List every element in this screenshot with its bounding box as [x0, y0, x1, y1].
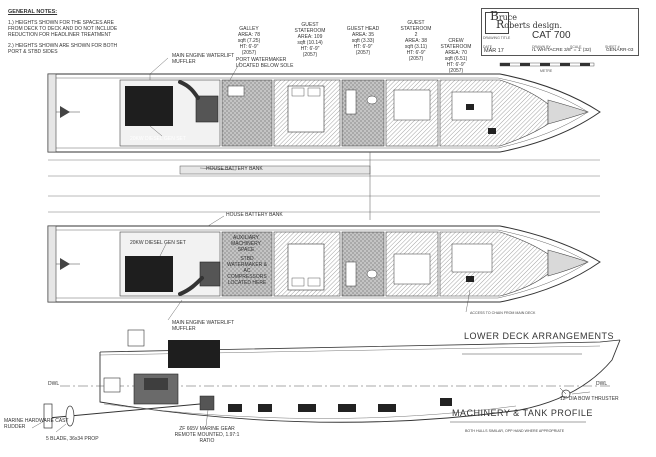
bottom-gen-set: [125, 256, 173, 292]
general-note-1-line-1: 1.) HEIGHTS SHOWN FOR THE SPACES ARE: [8, 20, 114, 26]
leader-lines: [31, 57, 591, 433]
date-label: DATE: [483, 45, 493, 49]
profile-sheer: [99, 339, 621, 353]
dwl-left-label: DWL: [48, 381, 60, 387]
drawing-title: CAT 700: [532, 30, 571, 41]
general-note-2-line-2: PORT & STBD SIDES: [8, 49, 58, 55]
date-value: MAR 17: [484, 48, 504, 54]
top-gen-set: [125, 86, 173, 126]
bottom-main-engine: [199, 261, 221, 287]
top-hull-plan: [47, 73, 601, 153]
profile-title: MACHINERY & TANK PROFILE: [452, 408, 593, 418]
profile-subtitle: BOTH HULLS SIMILAR, OPP HAND WHERE APPRO…: [465, 429, 565, 433]
dwl-right-label: DWL: [596, 381, 608, 387]
bottom-aux-machinery: [221, 231, 273, 297]
bottom-hull-plan: [47, 225, 601, 303]
profile-rudder: [43, 403, 53, 429]
general-note-1-line-2: FROM DECK TO DECK AND DO NOT INCLUDE: [8, 26, 118, 32]
general-notes-title: GENERAL NOTES:: [8, 9, 58, 15]
sheet-value: GENARR-03: [606, 48, 634, 53]
general-note-1-line-3: REDUCTION FOR HEADLINER TREATMENT: [8, 32, 112, 38]
callout-house-battery-top: HOUSE BATTERY BANK: [206, 166, 263, 172]
scale-value: rL WHITACRE 3/8" = 1' (32): [532, 48, 592, 53]
callout-access-note: ACCESS TO CHAIN FROM MAIN DECK: [470, 311, 536, 315]
callout-prop: 5 BLADE, 36x34 PROP: [46, 436, 99, 442]
general-note-2-line-1: 2.) HEIGHTS SHOWN ARE SHOWN FOR BOTH: [8, 43, 118, 49]
drawn-label: DRAWN BY: [532, 45, 551, 49]
drawing-title-label: DRAWING TITLE: [483, 36, 511, 40]
brand-line-1: Bruce: [490, 9, 518, 23]
bridgedeck-band: [48, 152, 600, 220]
lower-deck-title: LOWER DECK ARRANGEMENTS: [464, 331, 615, 341]
top-main-engine: [195, 95, 219, 123]
machinery-tank-profile: [43, 329, 621, 429]
scale-bar-label: METRE: [540, 69, 553, 73]
callout-house-battery-bottom: HOUSE BATTERY BANK: [226, 212, 283, 218]
title-block: [481, 8, 639, 56]
profile-prop: [65, 405, 75, 427]
callout-gen-set-bottom: 20KW DIESEL GEN SET: [130, 240, 186, 246]
sheet-label: SHEET #: [605, 45, 620, 49]
callout-gen-set-top: 20KW DIESEL GEN SET: [130, 136, 186, 142]
brand-line-2: Roberts design.: [496, 18, 562, 31]
bow-thruster-label: 12" DIA BOW THRUSTER: [560, 396, 619, 402]
profile-gen-set: [168, 340, 220, 368]
scale-label: SCALE: [570, 45, 582, 49]
scale-bar: [499, 62, 595, 67]
brand-logo: [485, 12, 509, 34]
